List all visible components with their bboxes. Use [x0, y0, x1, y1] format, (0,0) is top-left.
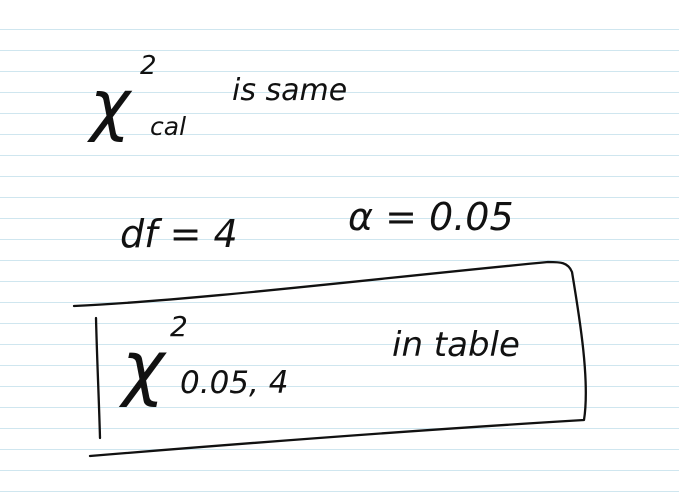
chi-table-subscript: 0.05, 4	[180, 365, 288, 401]
chi-superscript: 2	[140, 51, 157, 81]
chi-table-symbol: χ	[118, 325, 167, 409]
in-table-text: in table	[392, 325, 520, 365]
parameters-line: df = 4 α = 0.05	[120, 195, 514, 256]
hand-drawn-box	[72, 260, 587, 458]
chi-square-calculated-line: χ 2 cal is same	[86, 51, 347, 145]
hand-drawn-box-left-edge	[94, 316, 102, 440]
chi-subscript: cal	[150, 112, 186, 141]
alpha-expression: α = 0.05	[348, 195, 514, 239]
chi-square-table-line: χ 2 0.05, 4 in table	[118, 310, 520, 409]
is-same-text: is same	[232, 73, 347, 108]
chi-symbol: χ	[86, 66, 133, 145]
chi-table-superscript: 2	[170, 310, 188, 343]
df-expression: df = 4	[120, 212, 238, 256]
